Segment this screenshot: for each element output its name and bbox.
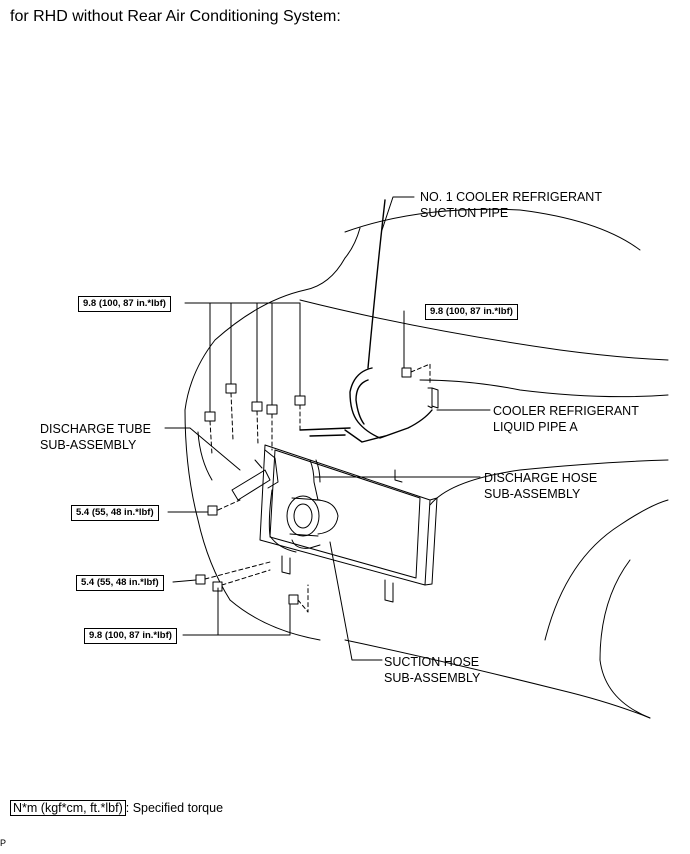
- suction-hose-label-line2: SUB-ASSEMBLY: [384, 671, 481, 685]
- compressor: [286, 495, 339, 537]
- corner-mark: P: [0, 838, 7, 848]
- condenser: [259, 444, 438, 603]
- torque-box-bottom: 9.8 (100, 87 in.*lbf): [84, 628, 177, 644]
- discharge-tube: [231, 449, 279, 501]
- liquid-pipe-label-line1: COOLER REFRIGERANT: [493, 404, 639, 418]
- liquid-pipe: [427, 387, 439, 409]
- torque-box-top-left: 9.8 (100, 87 in.*lbf): [78, 296, 171, 312]
- hoses: [268, 459, 321, 553]
- suction-pipe-label-line2: SUCTION PIPE: [420, 206, 509, 220]
- discharge-tube-label-line1: DISCHARGE TUBE: [40, 422, 151, 436]
- discharge-tube-label-line2: SUB-ASSEMBLY: [40, 438, 137, 452]
- torque-legend: N*m (kgf*cm, ft.*lbf): Specified torque: [10, 800, 224, 816]
- suction-pipe-label-line1: NO. 1 COOLER REFRIGERANT: [420, 190, 602, 204]
- discharge-hose-label: DISCHARGE HOSE SUB-ASSEMBLY: [484, 470, 597, 502]
- discharge-hose-label-line1: DISCHARGE HOSE: [484, 471, 598, 485]
- suction-hose-label: SUCTION HOSE SUB-ASSEMBLY: [384, 654, 480, 686]
- leader-lines: [164, 196, 491, 661]
- torque-legend-text: : Specified torque: [125, 801, 224, 815]
- discharge-tube-label: DISCHARGE TUBE SUB-ASSEMBLY: [40, 421, 151, 453]
- torque-legend-unit: N*m (kgf*cm, ft.*lbf): [10, 800, 126, 816]
- torque-box-top-right: 9.8 (100, 87 in.*lbf): [425, 304, 518, 320]
- torque-box-lower-left: 5.4 (55, 48 in.*lbf): [76, 575, 164, 591]
- diagram-heading: for RHD without Rear Air Conditioning Sy…: [10, 8, 341, 25]
- alignment-lines: [204, 363, 431, 613]
- suction-hose-label-line1: SUCTION HOSE: [384, 655, 480, 669]
- suction-pipe: [299, 199, 433, 443]
- discharge-hose-label-line2: SUB-ASSEMBLY: [484, 487, 581, 501]
- vehicle-body-outline: [184, 208, 669, 719]
- liquid-pipe-label-line2: LIQUID PIPE A: [493, 420, 578, 434]
- torque-box-mid-left: 5.4 (55, 48 in.*lbf): [71, 505, 159, 521]
- suction-pipe-label: NO. 1 COOLER REFRIGERANT SUCTION PIPE: [420, 189, 602, 221]
- liquid-pipe-label: COOLER REFRIGERANT LIQUID PIPE A: [493, 403, 639, 435]
- bolts: [195, 367, 412, 605]
